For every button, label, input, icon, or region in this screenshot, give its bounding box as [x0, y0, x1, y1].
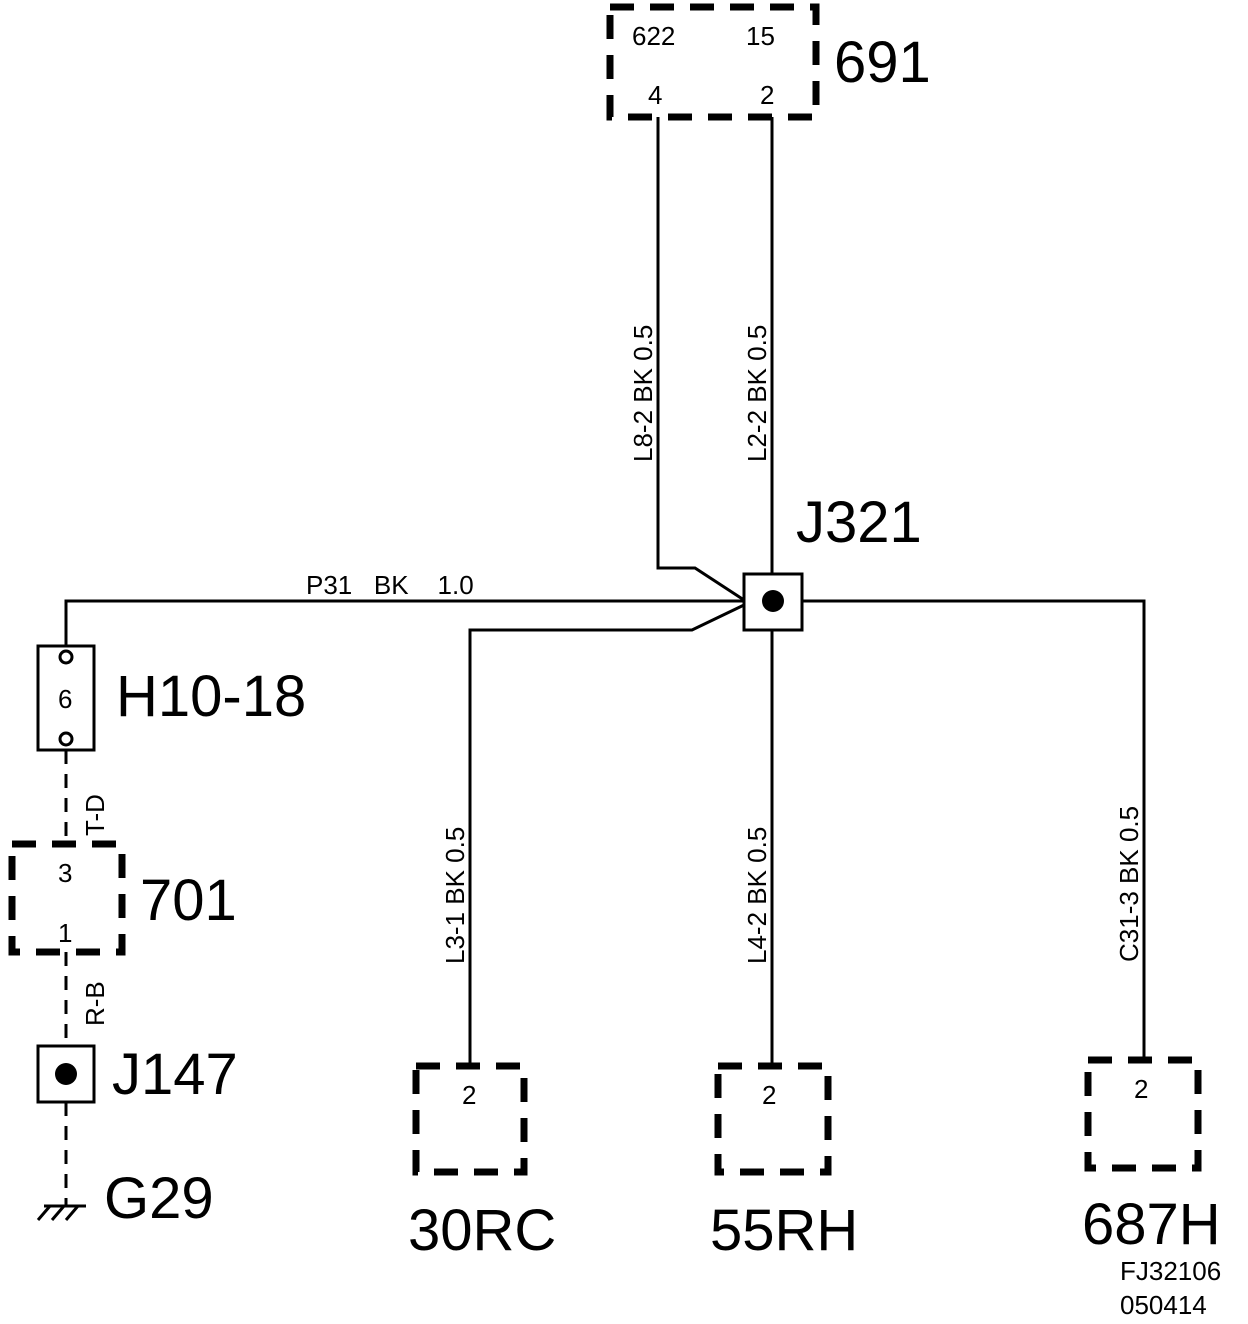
figure-date: 050414	[1120, 1290, 1207, 1320]
connector-30rc[interactable]: 2	[412, 1062, 528, 1176]
figure-code: FJ32106	[1120, 1256, 1221, 1286]
connector-55rh-label: 55RH	[710, 1198, 858, 1263]
55rh-pin-2-label: 2	[762, 1080, 776, 1110]
connector-691-label: 691	[834, 30, 931, 95]
junction-j147-label: J147	[112, 1042, 238, 1107]
h10-pin-6-label: 6	[58, 684, 72, 714]
ground-g29-label: G29	[104, 1166, 214, 1231]
wire-p31-label: P31 BK 1.0	[306, 570, 474, 600]
pin-622-label: 622	[632, 21, 675, 51]
connector-h10-18-label: H10-18	[116, 664, 306, 729]
wire-l4-2-label: L4-2 BK 0.5	[742, 827, 772, 964]
junction-j321-label: J321	[796, 490, 922, 555]
wire-l8-2	[656, 117, 745, 602]
connector-30rc-label: 30RC	[408, 1198, 556, 1263]
connector-687h[interactable]: 2	[1084, 1056, 1202, 1172]
connector-701-label: 701	[140, 868, 237, 933]
connector-55rh[interactable]: 2	[714, 1062, 832, 1176]
wire-l2-2-label: L2-2 BK 0.5	[742, 325, 772, 462]
connector-h10-18[interactable]: 6	[36, 644, 96, 752]
connector-701[interactable]: 3 1	[8, 840, 126, 956]
pin-15-label: 15	[746, 21, 775, 51]
wire-l3-1	[468, 603, 745, 1064]
wire-p31	[64, 599, 744, 648]
wire-l3-1-label: L3-1 BK 0.5	[440, 827, 470, 964]
pin-1-label: 1	[58, 918, 72, 948]
687h-pin-2-label: 2	[1134, 1074, 1148, 1104]
wire-l8-2-label: L8-2 BK 0.5	[628, 325, 658, 462]
pin-3-label: 3	[58, 858, 72, 888]
wire-t-d-label: T-D	[80, 794, 110, 836]
wire-c31-3	[802, 599, 1146, 1058]
connector-691[interactable]: 622 15 4 2	[606, 3, 820, 121]
wire-r-b-label: R-B	[80, 981, 110, 1026]
30rc-pin-2-label: 2	[462, 1080, 476, 1110]
ground-symbol	[36, 1204, 86, 1221]
junction-j321[interactable]	[742, 572, 804, 632]
connector-687h-label: 687H	[1082, 1192, 1221, 1257]
pin-4-label: 4	[648, 80, 662, 110]
wire-c31-3-label: C31-3 BK 0.5	[1114, 806, 1144, 962]
pin-2-label: 2	[760, 80, 774, 110]
junction-j147[interactable]	[36, 1044, 96, 1104]
